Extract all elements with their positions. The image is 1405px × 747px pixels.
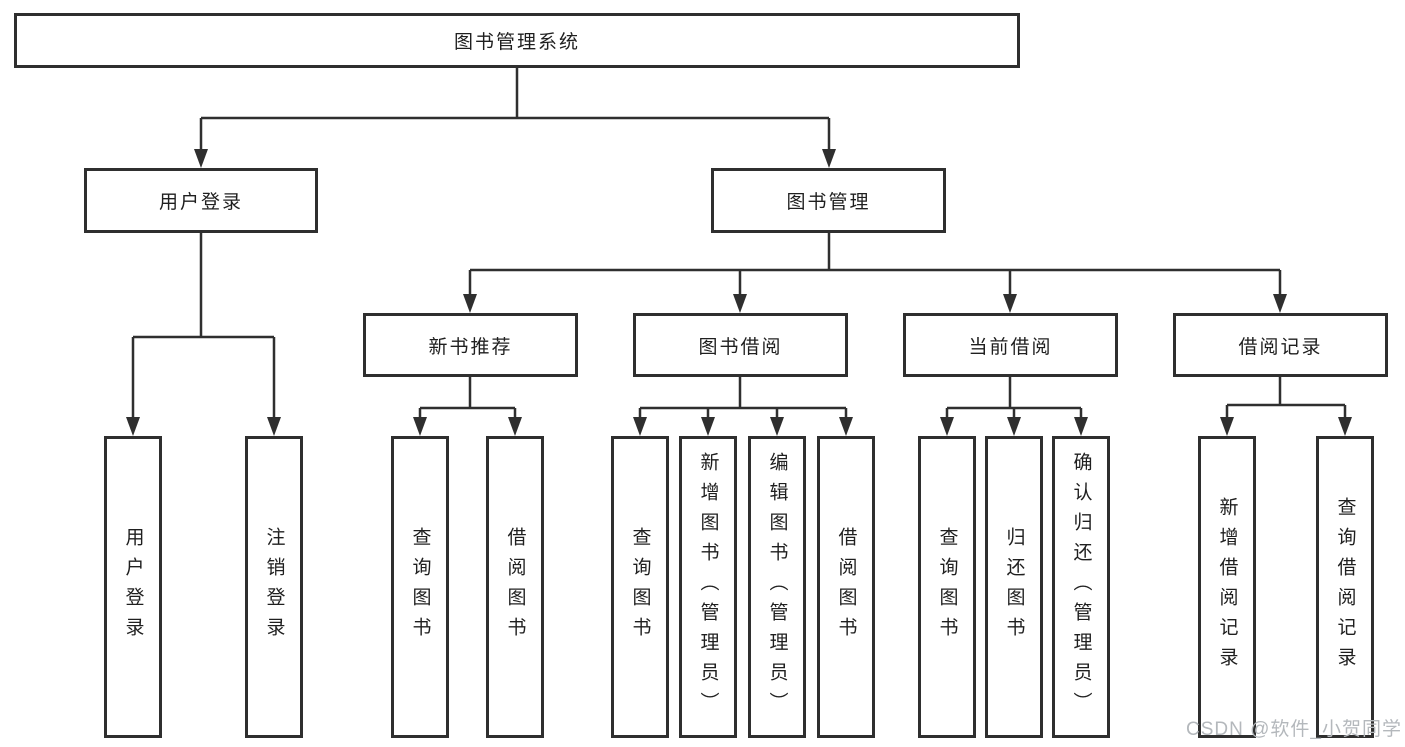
leaf-newbook-query: 查询图书 [391, 436, 449, 738]
leaf-current-query: 查询图书 [918, 436, 976, 738]
leaf-current-query-label: 查询图书 [936, 527, 958, 647]
leaf-borrow-add-admin-label: 新增图书（管理员） [697, 452, 719, 722]
leaf-borrow-borrow: 借阅图书 [817, 436, 875, 738]
leaf-borrow-borrow-label: 借阅图书 [835, 527, 857, 647]
leaf-newbook-borrow-label: 借阅图书 [504, 527, 526, 647]
leaf-current-confirm-admin: 确认归还（管理员） [1052, 436, 1110, 738]
leaf-borrow-query-label: 查询图书 [629, 527, 651, 647]
leaf-newbook-query-label: 查询图书 [409, 527, 431, 647]
node-borrow-records: 借阅记录 [1173, 313, 1388, 377]
leaf-newbook-borrow: 借阅图书 [486, 436, 544, 738]
node-root: 图书管理系统 [14, 13, 1020, 68]
node-root-label: 图书管理系统 [453, 32, 580, 53]
node-book-management-branch-label: 图书管理 [786, 192, 871, 213]
leaf-records-query-label: 查询借阅记录 [1334, 497, 1356, 677]
leaf-logout: 注销登录 [245, 436, 303, 738]
leaf-user-login-label: 用户登录 [122, 527, 144, 647]
leaf-borrow-edit-admin: 编辑图书（管理员） [748, 436, 806, 738]
leaf-records-add: 新增借阅记录 [1198, 436, 1256, 738]
leaf-logout-label: 注销登录 [263, 527, 285, 647]
node-new-book-recommend: 新书推荐 [363, 313, 578, 377]
node-book-management-branch: 图书管理 [711, 168, 946, 233]
leaf-current-return-label: 归还图书 [1003, 527, 1025, 647]
leaf-borrow-edit-admin-label: 编辑图书（管理员） [766, 452, 788, 722]
node-current-borrow-label: 当前借阅 [968, 336, 1053, 358]
node-user-login-branch: 用户登录 [84, 168, 318, 233]
node-book-borrow: 图书借阅 [633, 313, 848, 377]
leaf-user-login: 用户登录 [104, 436, 162, 738]
arrowheads [126, 149, 1352, 436]
node-book-borrow-label: 图书借阅 [698, 336, 783, 358]
leaf-records-add-label: 新增借阅记录 [1216, 497, 1238, 677]
node-borrow-records-label: 借阅记录 [1238, 336, 1323, 358]
leaf-borrow-query: 查询图书 [611, 436, 669, 738]
leaf-records-query: 查询借阅记录 [1316, 436, 1374, 738]
node-user-login-branch-label: 用户登录 [158, 192, 243, 213]
node-current-borrow: 当前借阅 [903, 313, 1118, 377]
watermark: CSDN @软件_小贺同学 [1186, 719, 1402, 740]
leaf-current-confirm-admin-label: 确认归还（管理员） [1070, 452, 1092, 722]
leaf-current-return: 归还图书 [985, 436, 1043, 738]
node-new-book-recommend-label: 新书推荐 [428, 336, 513, 358]
leaf-borrow-add-admin: 新增图书（管理员） [679, 436, 737, 738]
